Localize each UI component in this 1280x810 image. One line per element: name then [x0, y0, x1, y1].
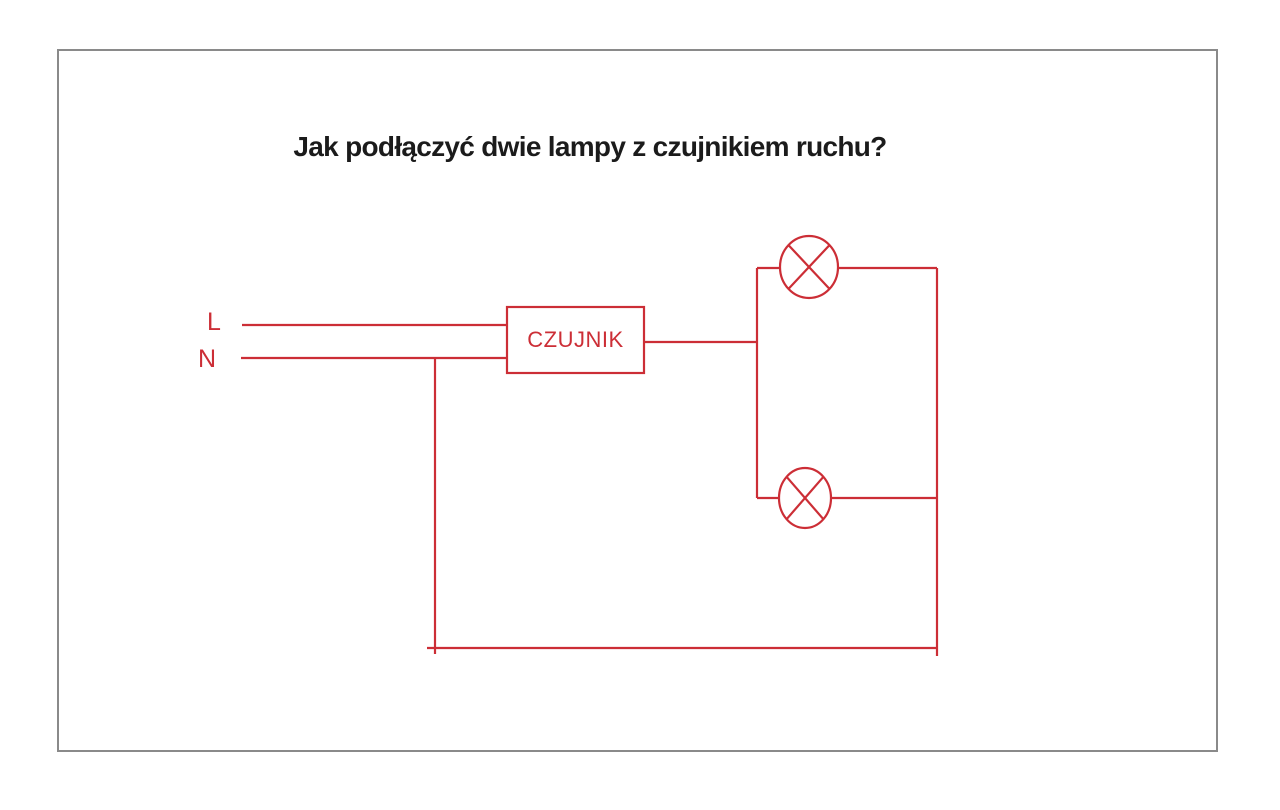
- page-title: Jak podłączyć dwie lampy z czujnikiem ru…: [293, 131, 887, 162]
- sensor-box: [505, 305, 646, 375]
- wire-label-live: L: [207, 308, 221, 336]
- lamp-icon-bottom: [777, 466, 833, 530]
- circuit-wires: [241, 234, 939, 656]
- outer-frame: [57, 49, 1218, 752]
- wire-label-neutral: N: [197, 345, 217, 373]
- sensor-label: CZUJNIK: [527, 327, 624, 352]
- lamp-icon-top: [778, 234, 840, 300]
